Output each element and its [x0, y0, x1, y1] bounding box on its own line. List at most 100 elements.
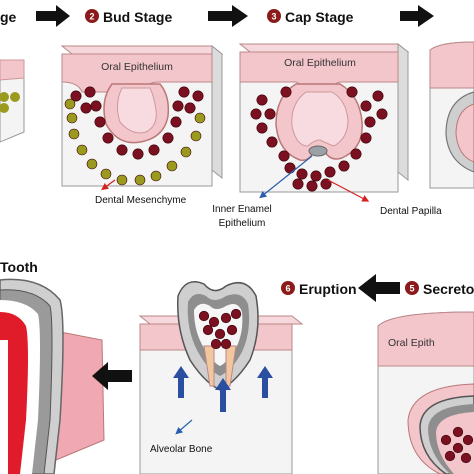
dental-mesenchyme-cell [184, 102, 196, 114]
dental-papilla-cell [264, 108, 276, 120]
alveolar-bone-pointer [175, 419, 193, 435]
dental-papilla-cell [266, 136, 278, 148]
dental-mesenchyme-cell [90, 100, 102, 112]
mesenchyme-cell [64, 98, 76, 110]
cap-stage-block: Oral Epithelium [238, 42, 410, 193]
mesenchyme-cell [0, 92, 9, 102]
stage5-title-partial: Secreto [423, 281, 474, 297]
eruption-stage-cells [198, 308, 242, 350]
pulp-cell [220, 338, 232, 350]
oral-epithelium-label: Oral Epithelium [101, 61, 173, 73]
pulp-cell [452, 442, 464, 454]
dental-papilla-cell [284, 162, 296, 174]
stage-arrow-5-to-6 [358, 274, 400, 302]
stage4-block-partial [429, 41, 474, 189]
stage2-title: Bud Stage [103, 9, 172, 25]
dental-papilla-cell [278, 150, 290, 162]
stage2-number-badge [85, 9, 99, 23]
eruption-force-arrow [173, 366, 189, 398]
stage-arrow-2 [208, 5, 248, 27]
dental-papilla-cell [376, 108, 388, 120]
dental-mesenchyme-cell [80, 102, 92, 114]
pulp-cell [452, 426, 464, 438]
dental-papilla-cell [250, 108, 262, 120]
pulp-cell [460, 452, 472, 464]
pulp-cell [202, 324, 214, 336]
pulp-cell [230, 308, 242, 320]
dental-papilla-cell [296, 168, 308, 180]
stage-arrow-1 [36, 5, 70, 27]
stage1-block-partial [0, 59, 25, 143]
mesenchyme-cell [180, 146, 192, 158]
dental-papilla-cell [360, 100, 372, 112]
stage3-number-badge [267, 9, 281, 23]
dental-mesenchyme-cell [116, 144, 128, 156]
dental-mesenchyme-cell [132, 148, 144, 160]
mesenchyme-cell [166, 160, 178, 172]
bud-stage-block: Oral Epithelium [60, 44, 224, 187]
dental-papilla-cell [280, 86, 292, 98]
mesenchyme-cell [116, 174, 128, 186]
mesenchyme-cell [150, 170, 162, 182]
mesenchyme-cell [0, 103, 9, 113]
final-tooth-partial [0, 278, 105, 474]
dental-papilla-cell [346, 86, 358, 98]
dental-papilla-cell [338, 160, 350, 172]
alveolar-bone-label: Alveolar Bone [150, 444, 213, 455]
stage5-number: 5 [409, 284, 414, 294]
dental-mesenchyme-cell [94, 116, 106, 128]
stage6-title: Eruption [299, 281, 357, 297]
dental-papilla-cell [324, 166, 336, 178]
stage5-number-badge [405, 281, 419, 295]
stage3-number: 3 [271, 12, 276, 22]
cap-stage-cells [250, 86, 388, 192]
dental-mesenchyme-cell [70, 90, 82, 102]
secretory-stage-cells [440, 426, 474, 464]
stage5-header: 5 Secreto [405, 281, 474, 297]
dental-papilla-cell [350, 148, 362, 160]
stage-arrow-3 [400, 5, 434, 27]
dental-papilla-cell [256, 122, 268, 134]
dental-mesenchyme-cell [162, 132, 174, 144]
pulp-cell [210, 338, 222, 350]
dental-mesenchyme-cell [178, 86, 190, 98]
oral-epithelium-label: Oral Epithelium [284, 57, 356, 69]
stage6-header: 6 Eruption [281, 281, 357, 297]
final-tooth-title-partial: Tooth [0, 259, 38, 275]
pulp-cell [462, 434, 474, 446]
dental-papilla-cell [364, 116, 376, 128]
dental-papilla-pointer [327, 179, 370, 202]
stage3-title: Cap Stage [285, 9, 354, 25]
dental-mesenchyme-cell [84, 86, 96, 98]
mesenchyme-cell [190, 130, 202, 142]
pulp-cell [444, 450, 456, 462]
mesenchyme-cell [10, 92, 20, 102]
mesenchyme-cell [66, 112, 78, 124]
dental-mesenchyme-cell [148, 144, 160, 156]
pulp-cell [220, 312, 232, 324]
dental-papilla-label: Dental Papilla [380, 206, 442, 217]
pulp-cell [440, 434, 452, 446]
stage6-number: 6 [285, 284, 290, 294]
pulp-cell [208, 316, 220, 328]
dental-papilla-cell [292, 178, 304, 190]
inner-enamel-label-line1: Inner Enamel [212, 204, 271, 215]
pulp-cell [214, 328, 226, 340]
bud-stage-cells [64, 86, 206, 186]
stage2-header: 2 Bud Stage [85, 9, 172, 25]
dental-papilla-cell [360, 132, 372, 144]
stage1-title-partial: ge [0, 9, 17, 25]
eruption-force-arrow [257, 366, 273, 398]
mesenchyme-cell [68, 128, 80, 140]
dental-mesenchyme-cell [170, 116, 182, 128]
dental-mesenchyme-cell [102, 132, 114, 144]
dental-mesenchyme-cell [172, 100, 184, 112]
dental-mesenchyme-cell [192, 90, 204, 102]
pulp-cell [198, 310, 210, 322]
mesenchyme-cell [100, 168, 112, 180]
dental-papilla-cell [256, 94, 268, 106]
inner-enamel-pointer [259, 155, 313, 199]
stage6-number-badge [281, 281, 295, 295]
pulp-cell [226, 324, 238, 336]
